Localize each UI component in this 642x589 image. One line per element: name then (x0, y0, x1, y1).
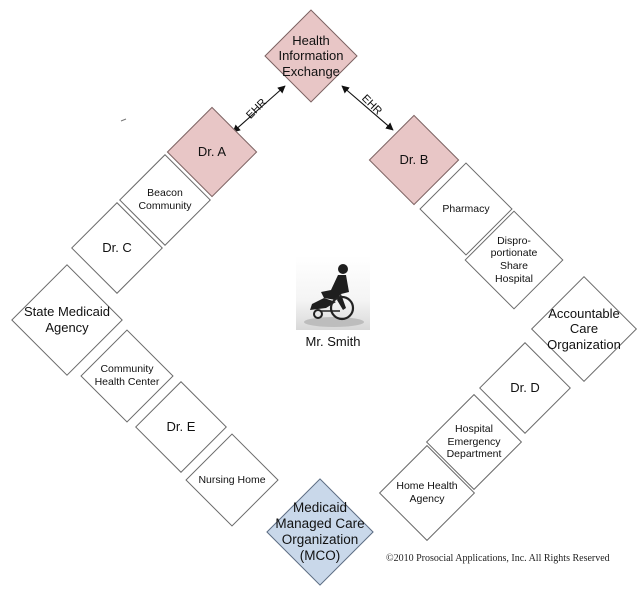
nursing-home-node: Nursing Home (185, 433, 279, 527)
ehr-arrow-left (232, 85, 286, 133)
dr-b-node: Dr. B (368, 114, 460, 206)
disproportionate-share-hospital-label: Dispro- portionate Share Hospital (490, 234, 538, 285)
dr-d-node: Dr. D (479, 342, 571, 434)
dr-c-node: Dr. C (71, 202, 163, 294)
stray-mark (120, 118, 127, 122)
dr-b-label: Dr. B (399, 152, 429, 168)
hospital-emergency-department-node: Hospital Emergency Department (425, 393, 523, 491)
pharmacy-label: Pharmacy (442, 202, 490, 215)
patient-name: Mr. Smith (305, 334, 361, 349)
community-health-center-node: Community Health Center (80, 329, 174, 423)
copyright-notice: ©2010 Prosocial Applications, Inc. All R… (386, 553, 610, 564)
state-medicaid-agency-label: State Medicaid Agency (24, 304, 110, 335)
dr-a-node: Dr. A (166, 106, 258, 198)
accountable-care-organization-label: Accountable Care Organization (547, 305, 621, 352)
dr-c-label: Dr. C (102, 240, 132, 256)
dr-d-label: Dr. D (510, 380, 540, 396)
dr-a-label: Dr. A (197, 144, 227, 160)
accountable-care-organization-node: Accountable Care Organization (530, 275, 638, 383)
health-information-exchange-label: Health Information Exchange (278, 32, 344, 79)
wheelchair-user-icon (296, 256, 370, 330)
dr-e-node: Dr. E (135, 381, 227, 473)
community-health-center-label: Community Health Center (94, 363, 160, 388)
beacon-community-node: Beacon Community (119, 154, 211, 246)
hospital-emergency-department-label: Hospital Emergency Department (446, 423, 502, 461)
ehr-arrow-right (341, 85, 394, 131)
home-health-agency-label: Home Health Agency (396, 480, 458, 505)
pharmacy-node: Pharmacy (419, 162, 513, 256)
health-information-exchange-node: Health Information Exchange (263, 8, 359, 104)
disproportionate-share-hospital-node: Dispro- portionate Share Hospital (464, 210, 564, 310)
state-medicaid-agency-node: State Medicaid Agency (11, 264, 123, 376)
home-health-agency-node: Home Health Agency (378, 444, 476, 542)
medicaid-mco-node: Medicaid Managed Care Organization (MCO) (266, 478, 374, 586)
nursing-home-label: Nursing Home (198, 473, 266, 486)
dr-e-label: Dr. E (166, 419, 196, 435)
medicaid-mco-label: Medicaid Managed Care Organization (MCO) (275, 499, 365, 564)
beacon-community-label: Beacon Community (138, 187, 192, 212)
